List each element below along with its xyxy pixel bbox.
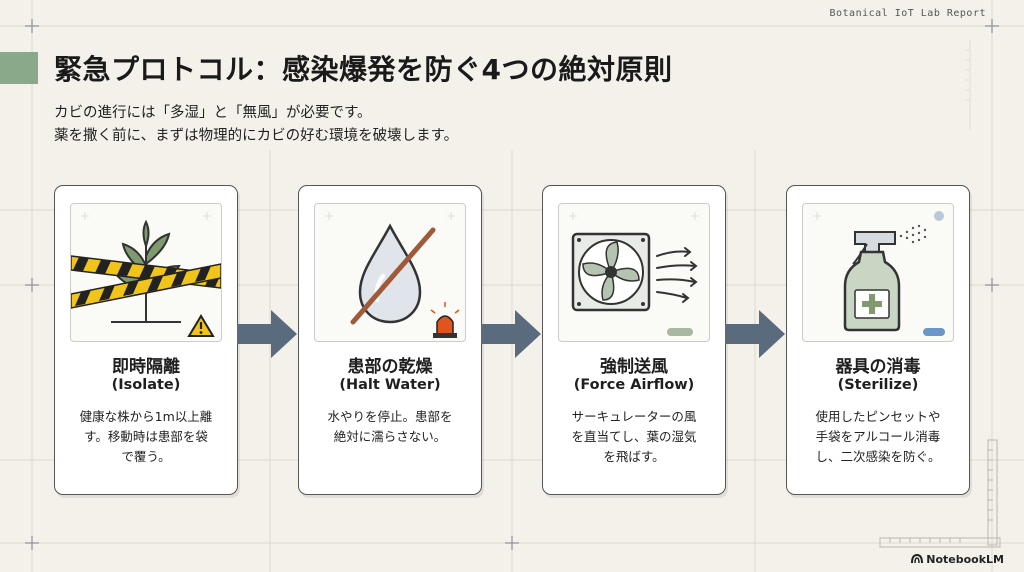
- step-title: 即時隔離: [112, 357, 180, 377]
- notebooklm-logo-icon: [911, 553, 924, 564]
- step-description-line: を直当てし、葉の湿気: [571, 429, 697, 444]
- arrow-right-icon: [237, 310, 297, 358]
- subtitle-line: カビの進行には「多湿」と「無風」が必要です。: [54, 105, 372, 121]
- step-description-line: 手袋をアルコール消毒: [815, 429, 941, 444]
- alarm-light-icon: [430, 302, 460, 338]
- step-description: サーキュレーターの風 を直当てし、葉の湿気 を飛ばす。: [555, 407, 713, 467]
- step-description: 健康な株から1m以上離 す。移動時は患部を袋 で覆う。: [67, 407, 225, 467]
- brand-footer: NotebookLM: [911, 553, 1004, 566]
- step-card-force-airflow: 強制送風 (Force Airflow) サーキュレーターの風 を直当てし、葉の…: [542, 185, 726, 495]
- step-illustration: [314, 203, 466, 342]
- step-description-line: 使用したピンセットや: [815, 409, 941, 424]
- page-title: 緊急プロトコル：感染爆発を防ぐ4つの絶対原則: [54, 53, 673, 86]
- step-card-sterilize: 器具の消毒 (Sterilize) 使用したピンセットや 手袋をアルコール消毒 …: [786, 185, 970, 495]
- step-illustration: [70, 203, 222, 342]
- step-title: 患部の乾燥: [347, 357, 433, 377]
- step-description-line: サーキュレーターの風: [571, 409, 697, 424]
- step-description-line: 水やりを停止。患部を: [327, 409, 453, 424]
- report-label: Botanical IoT Lab Report: [829, 8, 986, 19]
- step-description-line: で覆う。: [121, 449, 171, 464]
- no-water-drop-icon: [325, 212, 460, 338]
- step-description: 水やりを停止。患部を 絶対に濡らさない。: [311, 407, 469, 447]
- step-illustration: [802, 203, 954, 342]
- arrow-right-icon: [725, 310, 785, 358]
- fan-icon: [569, 212, 699, 336]
- subtitle: カビの進行には「多湿」と「無風」が必要です。 薬を撒く前に、まずは物理的にカビの…: [54, 102, 458, 148]
- step-subtitle: (Sterilize): [837, 377, 919, 393]
- step-illustration: [558, 203, 710, 342]
- step-subtitle: (Isolate): [111, 377, 181, 393]
- arrow-right-icon: [481, 310, 541, 358]
- step-subtitle: (Force Airflow): [573, 377, 695, 393]
- step-description-line: を飛ばす。: [603, 449, 665, 464]
- step-description: 使用したピンセットや 手袋をアルコール消毒 し、二次感染を防ぐ。: [799, 407, 957, 467]
- brand-name: NotebookLM: [926, 553, 1004, 566]
- step-subtitle: (Halt Water): [339, 377, 441, 393]
- step-title: 強制送風: [600, 357, 668, 377]
- step-card-isolate: 即時隔離 (Isolate) 健康な株から1m以上離 す。移動時は患部を袋 で覆…: [54, 185, 238, 495]
- step-title: 器具の消毒: [835, 357, 921, 377]
- title-accent-bar: [0, 52, 38, 84]
- spray-bottle-icon: [813, 211, 945, 336]
- step-description-line: 絶対に濡らさない。: [333, 429, 447, 444]
- step-card-halt-water: 患部の乾燥 (Halt Water) 水やりを停止。患部を 絶対に濡らさない。: [298, 185, 482, 495]
- quarantine-tape-plant-icon: [71, 212, 221, 337]
- step-description-line: す。移動時は患部を袋: [84, 429, 208, 444]
- step-description-line: し、二次感染を防ぐ。: [815, 449, 941, 464]
- subtitle-line: 薬を撒く前に、まずは物理的にカビの好む環境を破壊します。: [54, 128, 459, 144]
- step-description-line: 健康な株から1m以上離: [79, 409, 213, 424]
